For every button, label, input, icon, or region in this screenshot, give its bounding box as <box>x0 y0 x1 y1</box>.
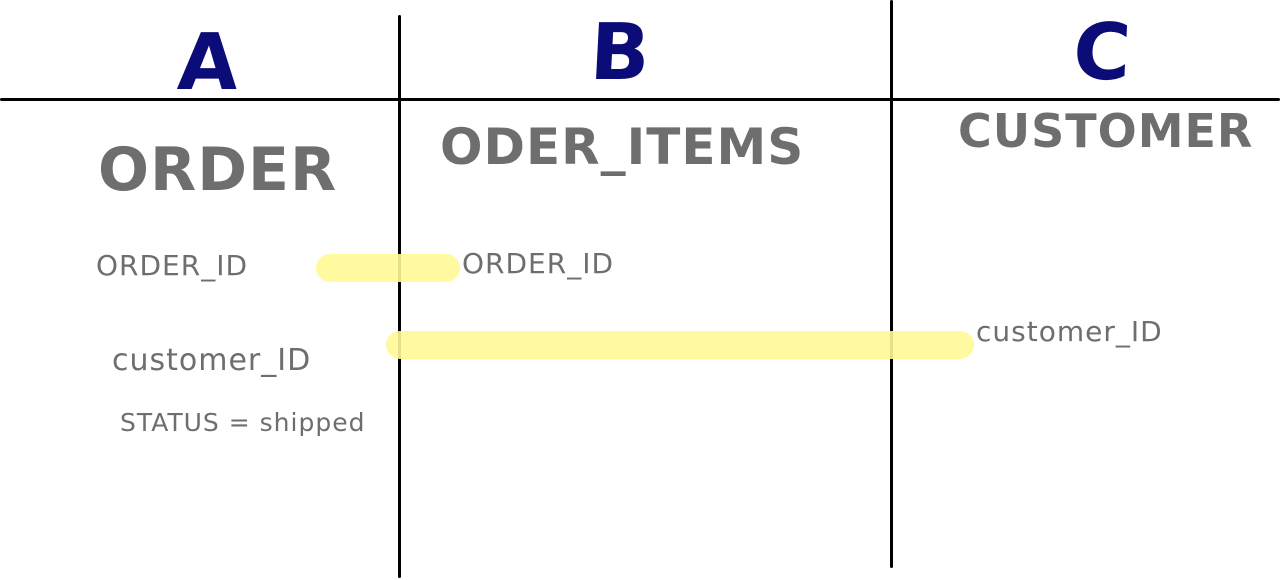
table-name-order: ORDER <box>98 135 338 205</box>
table-name-order-items: ODER_ITEMS <box>440 118 805 176</box>
field-status: STATUS = shipped <box>120 408 366 437</box>
column-divider-bc <box>890 0 893 568</box>
column-letter-a: A <box>175 18 241 108</box>
table-name-customer: CUSTOMER <box>958 104 1254 158</box>
field-customer-id: customer_ID <box>976 315 1163 348</box>
column-letter-c: C <box>1071 8 1133 98</box>
header-divider-line <box>0 98 1280 101</box>
field-customer-id: customer_ID <box>112 343 312 378</box>
column-divider-ab <box>398 15 401 578</box>
field-order-id: ORDER_ID <box>462 247 615 280</box>
field-order-id: ORDER_ID <box>96 249 249 282</box>
column-letter-b: B <box>587 8 653 98</box>
customer-id-join-highlight <box>386 331 974 359</box>
order-id-join-highlight <box>316 254 460 282</box>
